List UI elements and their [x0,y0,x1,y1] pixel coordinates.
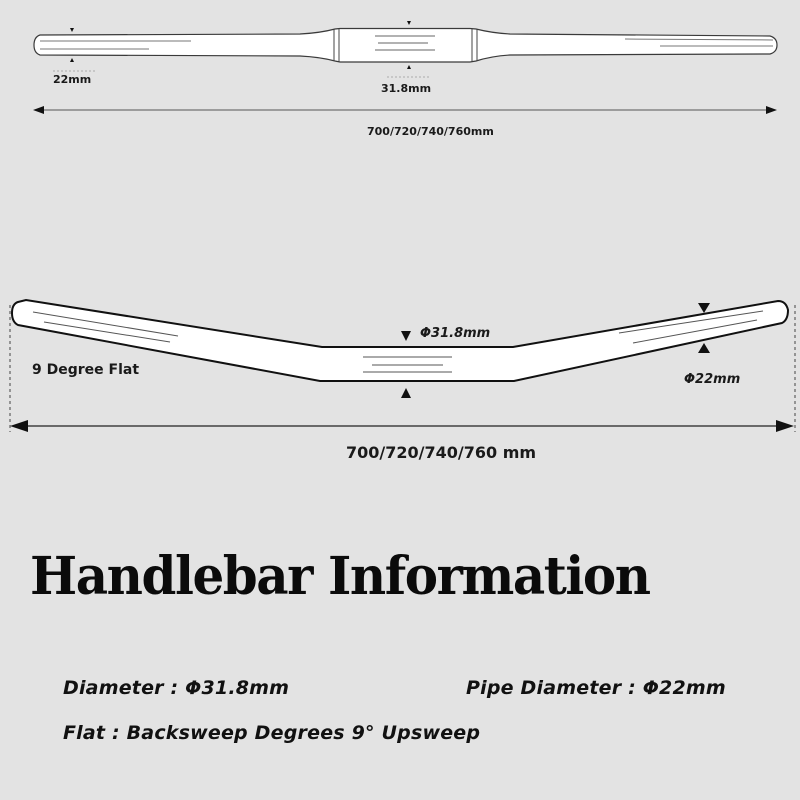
arrow-up-icon [401,388,411,398]
arrow-right-icon [776,420,794,432]
arrow-up-icon [698,343,710,353]
top-width-label: 700/720/740/760mm [367,125,494,138]
arrow-down-icon [401,331,411,341]
arrow-left-icon [10,420,28,432]
arrow-up-icon [70,58,74,62]
spec-pipe-diameter: Pipe Diameter : Φ22mm [466,677,726,699]
top-end-diameter-label: 22mm [53,73,92,86]
front-center-diameter-label: Φ31.8mm [420,326,491,341]
front-width-label: 700/720/740/760 mm [346,443,537,462]
page-title: Handlebar Information [30,546,651,607]
rise-label: 9 Degree Flat [32,362,140,378]
spec-flat: Flat : Backsweep Degrees 9° Upsweep [63,722,481,744]
arrow-down-icon [698,303,710,313]
arrow-right-icon [766,106,777,114]
arrow-down-icon [407,21,411,25]
arrow-down-icon [70,28,74,32]
arrow-up-icon [407,65,411,69]
front-bar-body [10,298,790,382]
arrow-left-icon [33,106,44,114]
top-bar-body [33,27,778,63]
top-center-diameter-label: 31.8mm [381,82,432,95]
front-end-diameter-label: Φ22mm [684,372,741,387]
spec-diameter: Diameter : Φ31.8mm [63,677,290,699]
